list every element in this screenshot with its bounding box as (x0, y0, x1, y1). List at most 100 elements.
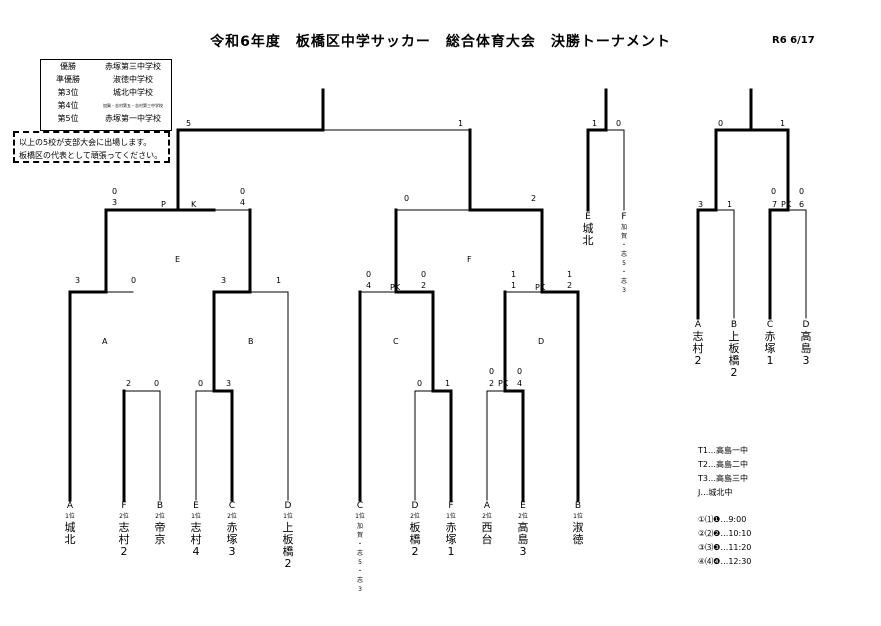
legend-line: T2…高島二中 (698, 460, 748, 469)
pk-label: PK (498, 379, 509, 388)
result-row: 第3位 城北中学校 (41, 86, 171, 99)
score-label: 2 (567, 281, 573, 290)
legend-line: T1…高島一中 (698, 446, 748, 455)
group-label: E (175, 255, 181, 264)
school-name: 赤塚第一中学校 (105, 114, 161, 123)
rank-label: 第5位 (57, 114, 79, 123)
notice-line: 以上の5校が支部大会に出場します。 (19, 138, 152, 147)
score-label: 2 (126, 379, 132, 388)
schedule-legend: ①⑴❶…9:00 ②⑵❷…10:10 ③⑶❸…11:20 ④⑷❹…12:30 (698, 513, 751, 569)
score-label: 0 (517, 367, 523, 376)
pk-label: PK (390, 283, 401, 292)
school-name: 加賀・志村第五・志村第三中学校 (103, 103, 163, 108)
score-label: 0 (421, 270, 427, 279)
schedule-line: ③⑶❸…11:20 (698, 543, 752, 552)
result-row: 準優勝 淑徳中学校 (41, 73, 171, 86)
score-label: 0 (799, 187, 805, 196)
school-name: 淑徳中学校 (113, 75, 153, 84)
score-label: 0 (417, 379, 423, 388)
score-label: 0 (404, 194, 410, 203)
score-label: 0 (718, 119, 724, 128)
pk-label: P (161, 200, 166, 209)
score-label: 2 (531, 194, 537, 203)
pk-label: PK (535, 283, 546, 292)
group-label: F (467, 255, 472, 264)
group-label: B (248, 337, 254, 346)
schedule-line: ④⑷❹…12:30 (698, 557, 752, 566)
rank-label: 第3位 (57, 88, 79, 97)
rank-label: 準優勝 (56, 75, 80, 84)
school-name: 城北中学校 (113, 88, 153, 97)
score-label: 2 (421, 281, 427, 290)
pk-label: K (191, 200, 197, 209)
score-label: 0 (366, 270, 372, 279)
score-label: 3 (226, 379, 232, 388)
score-label: 0 (771, 187, 777, 196)
score-label: 0 (198, 379, 204, 388)
result-row: 優勝 赤塚第三中学校 (41, 60, 171, 73)
score-label: 1 (727, 200, 733, 209)
schedule-line: ②⑵❷…10:10 (698, 529, 752, 538)
date-label: R6 6/17 (772, 35, 815, 46)
score-label: 0 (131, 276, 137, 285)
score-label: 0 (489, 367, 495, 376)
score-label: 7 (772, 200, 778, 209)
group-label: D (538, 337, 545, 346)
legend-line: J…城北中 (698, 488, 733, 497)
score-label: 3 (698, 200, 704, 209)
score-label: 1 (276, 276, 282, 285)
score-label: 1 (780, 119, 786, 128)
school-name: 赤塚第三中学校 (105, 62, 161, 71)
score-label: 5 (186, 119, 192, 128)
schedule-line: ①⑴❶…9:00 (698, 515, 747, 524)
group-label: C (393, 337, 399, 346)
score-label: 3 (75, 276, 81, 285)
pk-label: PK (781, 200, 792, 209)
page-title: 令和6年度 板橋区中学サッカー 総合体育大会 決勝トーナメント (210, 34, 671, 50)
score-label: 3 (112, 198, 118, 207)
results-table: 優勝 赤塚第三中学校 準優勝 淑徳中学校 第3位 城北中学校 第4位 加賀・志村第五・志… (40, 59, 172, 131)
score-label: 0 (112, 187, 118, 196)
notice-line: 板橋区の代表として頑張ってください。 (19, 151, 163, 160)
score-label: 2 (489, 379, 495, 388)
result-row: 第4位 加賀・志村第五・志村第三中学校 (41, 99, 171, 112)
score-label: 3 (221, 276, 227, 285)
score-label: 0 (154, 379, 160, 388)
score-label: 0 (240, 187, 246, 196)
result-row: 第5位 赤塚第一中学校 (41, 112, 171, 125)
legend-line: T3…高島三中 (698, 474, 748, 483)
group-label: A (102, 337, 108, 346)
score-label: 4 (240, 198, 246, 207)
score-label: 1 (511, 281, 517, 290)
score-label: 1 (511, 270, 517, 279)
notice-box: 以上の5校が支部大会に出場します。 板橋区の代表として頑張ってください。 (13, 131, 170, 163)
rank-label: 優勝 (60, 62, 76, 71)
score-label: 4 (366, 281, 372, 290)
score-label: 6 (799, 200, 805, 209)
score-label: 1 (592, 119, 598, 128)
rank-label: 第4位 (57, 101, 79, 110)
score-label: 1 (458, 119, 464, 128)
venue-legend: T1…高島一中 T2…高島二中 T3…高島三中 J…城北中 (698, 444, 748, 500)
score-label: 1 (445, 379, 451, 388)
score-label: 0 (616, 119, 622, 128)
